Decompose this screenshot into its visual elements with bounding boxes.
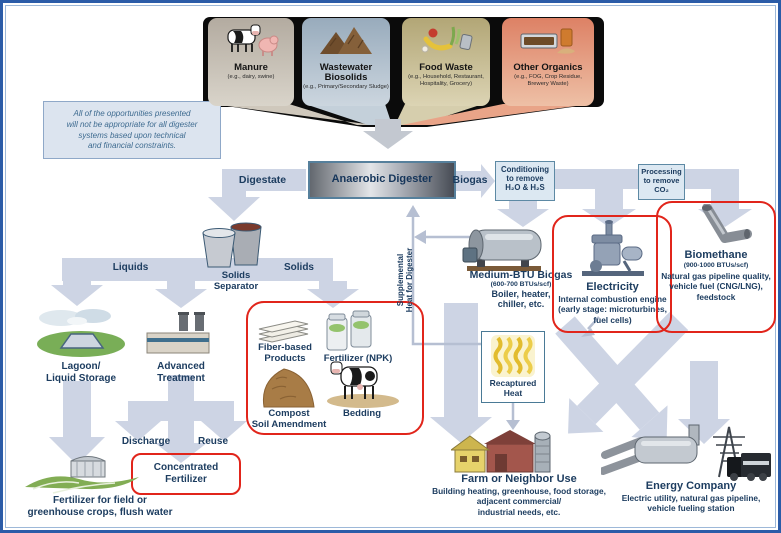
digester-label: Anaerobic Digester bbox=[331, 173, 433, 185]
npk-label: Fertilizer (NPK) bbox=[323, 353, 393, 364]
co2-processing-box: Processing to remove CO₂ bbox=[638, 164, 685, 200]
fertilizer-bags-icon bbox=[326, 310, 372, 351]
card-other-organics: Other Organics (e.g., FOG, Crop Residue,… bbox=[502, 18, 594, 106]
engine-icon bbox=[582, 220, 644, 276]
card-title: Food Waste bbox=[419, 62, 473, 73]
biomethane-desc: Natural gas pipeline quality, vehicle fu… bbox=[661, 271, 771, 302]
fiber-products-label: Fiber-based Products bbox=[258, 342, 312, 364]
medium-btu-spec: (600-700 BTUs/scf) bbox=[490, 281, 552, 288]
farm-use-title: Farm or Neighbor Use bbox=[461, 473, 577, 485]
solids-label: Solids bbox=[283, 262, 314, 273]
card-subtitle: (e.g., dairy, swine) bbox=[227, 73, 275, 80]
cow-icon bbox=[227, 24, 279, 56]
recaptured-heat-label: Recaptured Heat bbox=[489, 378, 537, 398]
farm-icon bbox=[451, 430, 551, 473]
separator-label: Solids Separator bbox=[213, 270, 259, 292]
discharge-label: Discharge bbox=[121, 436, 171, 447]
biomethane-title: Biomethane bbox=[684, 249, 748, 261]
bedding-label: Bedding bbox=[343, 408, 381, 419]
sludge-icon bbox=[320, 27, 372, 54]
recaptured-heat-box: Recaptured Heat bbox=[481, 331, 545, 403]
reuse-label: Reuse bbox=[197, 436, 228, 447]
biogas-label: Biogas bbox=[452, 174, 488, 186]
lagoon-icon bbox=[37, 309, 125, 357]
separator-icon bbox=[202, 222, 262, 268]
advanced-treatment-label: Advanced Treatment bbox=[157, 361, 205, 384]
flames-icon bbox=[491, 335, 535, 377]
card-subtitle: (e.g., Household, Restaurant, Hospitalit… bbox=[408, 73, 484, 87]
pipe-icon bbox=[702, 204, 752, 243]
energy-company-desc: Electric utility, natural gas pipeline, … bbox=[621, 493, 761, 514]
medium-btu-title: Medium-BTU Biogas bbox=[469, 269, 573, 281]
electricity-desc: Internal combustion engine (early stage:… bbox=[558, 294, 667, 325]
lagoon-label: Lagoon/ Liquid Storage bbox=[46, 361, 116, 384]
treatment-plant-icon bbox=[146, 312, 210, 354]
arrow-to-lagoon bbox=[51, 281, 103, 306]
biomethane-box bbox=[656, 201, 776, 333]
food-waste-icon bbox=[421, 26, 473, 53]
field-use-label: Fertilizer for field or greenhouse crops… bbox=[27, 495, 173, 518]
disclaimer-note: All of the opportunities presented will … bbox=[43, 101, 221, 159]
energy-company-title: Energy Company bbox=[645, 480, 737, 492]
card-subtitle: (e.g., Primary/Secondary Sludge) bbox=[303, 83, 389, 90]
concentrated-fertilizer-box: Concentrated Fertilizer bbox=[131, 453, 241, 495]
card-title: Other Organics bbox=[513, 62, 583, 73]
bedding-cow-icon bbox=[327, 361, 399, 408]
farm-use-desc: Building heating, greenhouse, food stora… bbox=[432, 486, 606, 517]
card-biosolids: Wastewater Biosolids (e.g., Primary/Seco… bbox=[302, 18, 390, 106]
biomethane-spec: (900-1000 BTUs/scf) bbox=[683, 262, 749, 269]
field-icon bbox=[25, 456, 139, 494]
compost-label: Compost Soil Amendment bbox=[251, 408, 327, 430]
organics-tray-icon bbox=[520, 28, 575, 54]
boiler-icon bbox=[462, 229, 542, 271]
supplemental-heat-label: Supplemental Heat for Digester bbox=[396, 247, 415, 313]
conditioning-box: Conditioning to remove H₂O & H₂S bbox=[495, 161, 555, 201]
fiber-boards-icon bbox=[258, 320, 309, 343]
medium-btu-desc: Boiler, heater, chiller, etc. bbox=[491, 289, 551, 310]
compost-pile-icon bbox=[262, 368, 315, 408]
arrow-to-treatment bbox=[155, 281, 207, 308]
card-title: Manure bbox=[234, 62, 268, 73]
electricity-title: Electricity bbox=[586, 281, 639, 293]
energy-icon bbox=[601, 424, 771, 481]
card-subtitle: (e.g., FOG, Crop Residue, Brewery Waste) bbox=[514, 73, 582, 87]
concentrated-fertilizer-label: Concentrated Fertilizer bbox=[153, 462, 219, 485]
arrow-inputs-to-digester bbox=[363, 119, 413, 149]
card-manure: Manure (e.g., dairy, swine) bbox=[208, 18, 294, 106]
card-title: Wastewater Biosolids bbox=[319, 62, 373, 83]
solids-products-box bbox=[246, 301, 424, 435]
electricity-box bbox=[552, 215, 672, 333]
anaerobic-digester-box: Anaerobic Digester bbox=[308, 161, 456, 199]
card-food-waste: Food Waste (e.g., Household, Restaurant,… bbox=[402, 18, 490, 106]
liquids-label: Liquids bbox=[112, 262, 149, 273]
digestate-label: Digestate bbox=[238, 174, 287, 186]
